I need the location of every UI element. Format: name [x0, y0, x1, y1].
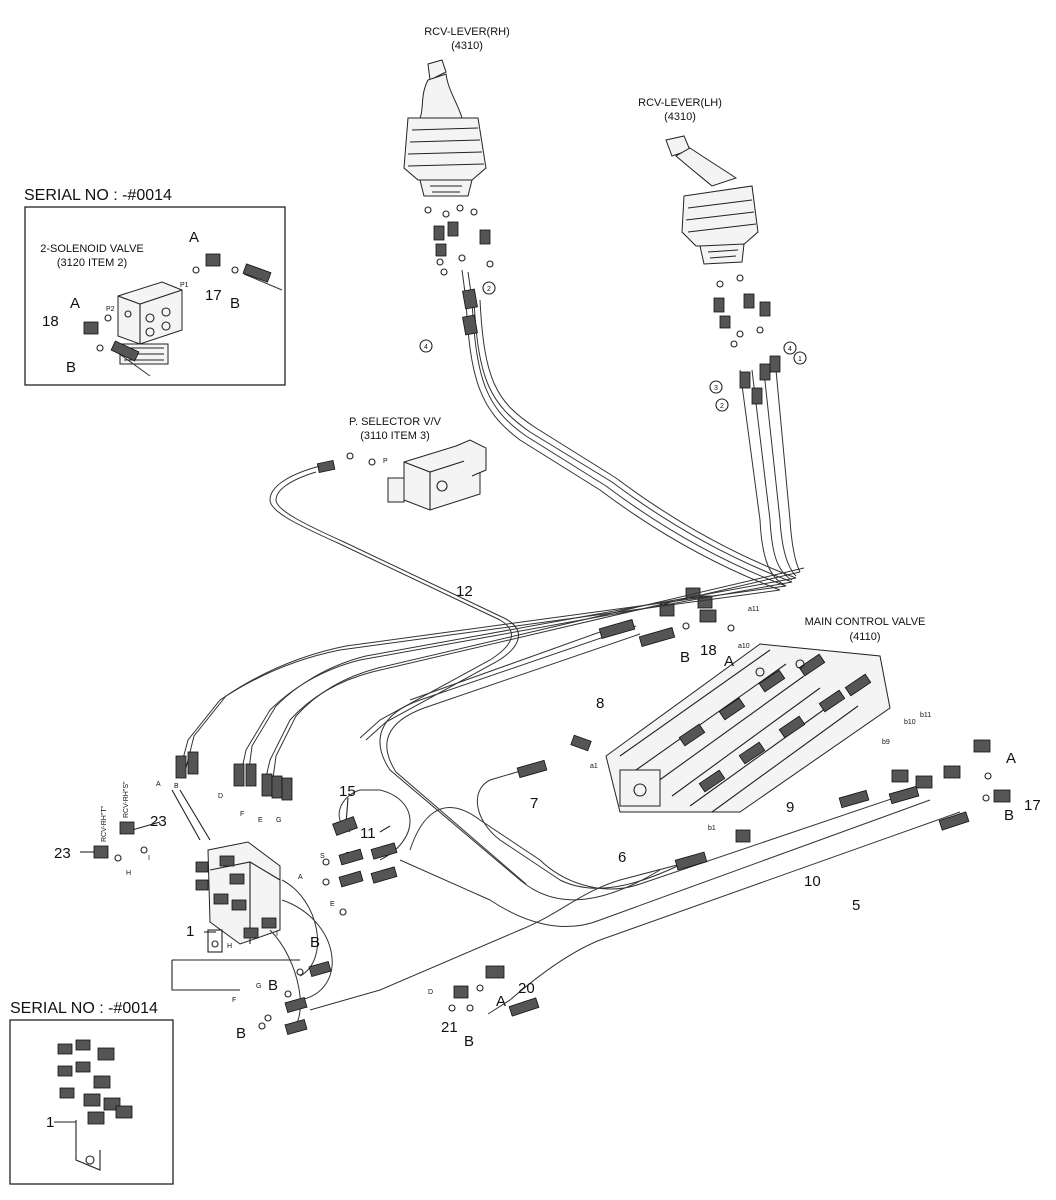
- letter-a-sol-left: A: [70, 295, 80, 312]
- inset-box-bottom: [9, 1019, 174, 1185]
- hoses-to-manifold: [171, 567, 805, 841]
- port-a1: a1: [590, 763, 598, 770]
- manifold-labels: A B D F E G I H S A E H I G F D: [126, 781, 433, 1004]
- letter-a-sol-top: A: [189, 229, 199, 246]
- svg-text:F: F: [232, 997, 236, 1004]
- selector-code: (3110 ITEM 3): [360, 430, 430, 442]
- circled-3-lh: 3: [714, 385, 718, 392]
- selector-title: P. SELECTOR V/V: [349, 416, 442, 428]
- svg-text:S: S: [320, 853, 325, 860]
- manifold-fittings: [93, 816, 505, 1036]
- svg-text:A: A: [298, 874, 303, 881]
- rcv-s-label: RCV-RH"S": [123, 781, 130, 818]
- item-1-detail: 1: [46, 1114, 54, 1131]
- item-21: 21: [441, 1019, 458, 1036]
- solenoid-code: (3120 ITEM 2): [57, 257, 127, 269]
- hoses-to-mcv: [309, 619, 970, 1017]
- rcv-t-label: RCV-RH"T": [101, 805, 108, 842]
- svg-text:D: D: [218, 793, 223, 800]
- selector-valve: P: [316, 439, 487, 511]
- circled-4-lh: 4: [788, 346, 792, 353]
- port-b10: b10: [904, 719, 916, 726]
- item-9: 9: [786, 799, 794, 816]
- port-p1: P1: [180, 282, 189, 289]
- hoses-from-levers: [461, 269, 801, 591]
- rcv-rh-title: RCV-LEVER(RH): [424, 26, 510, 38]
- svg-text:E: E: [258, 817, 263, 824]
- item-6: 6: [618, 849, 626, 866]
- rcv-lh-title: RCV-LEVER(LH): [638, 97, 722, 109]
- svg-text:I: I: [148, 855, 150, 862]
- letter-b-mcv-top: B: [680, 649, 690, 666]
- letter-b-4: B: [236, 1025, 246, 1042]
- item-10: 10: [804, 873, 821, 890]
- serial-bottom: SERIAL NO : -#0014: [10, 1000, 158, 1017]
- mcv-fittings-top: [682, 609, 735, 632]
- letter-b-sol-left: B: [66, 359, 76, 376]
- letter-b-3: B: [268, 977, 278, 994]
- mcv-code: (4110): [850, 631, 881, 643]
- mcv-fittings-right: [982, 772, 1011, 803]
- rcv-lh-code: (4310): [664, 111, 696, 123]
- circled-1-lh: 1: [798, 356, 802, 363]
- svg-text:I: I: [276, 931, 278, 938]
- port-b9: b9: [882, 739, 890, 746]
- port-p2: P2: [106, 306, 115, 313]
- circled-4-rh: 4: [424, 344, 428, 351]
- letter-a-20: A: [496, 993, 506, 1010]
- item-23-lower: 23: [54, 845, 71, 862]
- svg-text:H: H: [126, 870, 131, 877]
- svg-text:E: E: [330, 901, 335, 908]
- letter-b-mcv-right: B: [1004, 807, 1014, 824]
- letter-b-21: B: [464, 1033, 474, 1050]
- rcv-lever-rh: [403, 59, 494, 276]
- circled-2-lh: 2: [720, 403, 724, 410]
- item-15: 15: [339, 783, 356, 800]
- letter-b-sol-top: B: [230, 295, 240, 312]
- port-a11: a11: [748, 606, 759, 613]
- serial-top: SERIAL NO : -#0014: [24, 187, 172, 204]
- main-control-valve: [570, 587, 991, 843]
- item-5: 5: [852, 897, 860, 914]
- item-7: 7: [530, 795, 538, 812]
- svg-text:F: F: [240, 811, 244, 818]
- item-11: 11: [360, 825, 376, 842]
- solenoid-title: 2-SOLENOID VALVE: [40, 243, 144, 255]
- svg-text:H: H: [227, 943, 232, 950]
- item-23-upper: 23: [150, 813, 167, 830]
- letter-a-mcv-right: A: [1006, 750, 1016, 767]
- item-8: 8: [596, 695, 604, 712]
- item-20: 20: [518, 980, 535, 997]
- port-a10: a10: [738, 643, 750, 650]
- letter-b-2: B: [310, 934, 320, 951]
- manifold-block: [171, 841, 333, 1031]
- circled-refs: 2 4 4 1 3 2: [419, 281, 807, 412]
- svg-text:G: G: [276, 817, 281, 824]
- port-p: P: [383, 458, 388, 465]
- circled-2-rh: 2: [487, 286, 491, 293]
- svg-text:D: D: [428, 989, 433, 996]
- item-17-mcv: 17: [1024, 797, 1041, 814]
- item-12: 12: [456, 583, 473, 600]
- item-18-sol: 18: [42, 313, 59, 330]
- mcv-title: MAIN CONTROL VALVE: [805, 616, 926, 628]
- inset-box-top: [24, 206, 286, 386]
- svg-text:B: B: [174, 783, 179, 790]
- rcv-lever-lh: [665, 135, 771, 348]
- port-b11: b11: [920, 712, 931, 719]
- item-18-mcv: 18: [700, 642, 717, 659]
- svg-text:A: A: [156, 781, 161, 788]
- item-17-sol: 17: [205, 287, 222, 304]
- item-1: 1: [186, 923, 194, 940]
- svg-text:G: G: [256, 983, 261, 990]
- manifold-detail: [54, 1039, 133, 1171]
- solenoid-valve: [83, 253, 283, 377]
- letter-a-mcv-top: A: [724, 653, 734, 670]
- port-b1: b1: [708, 825, 716, 832]
- rcv-rh-code: (4310): [451, 40, 483, 52]
- hose-12: [269, 465, 519, 741]
